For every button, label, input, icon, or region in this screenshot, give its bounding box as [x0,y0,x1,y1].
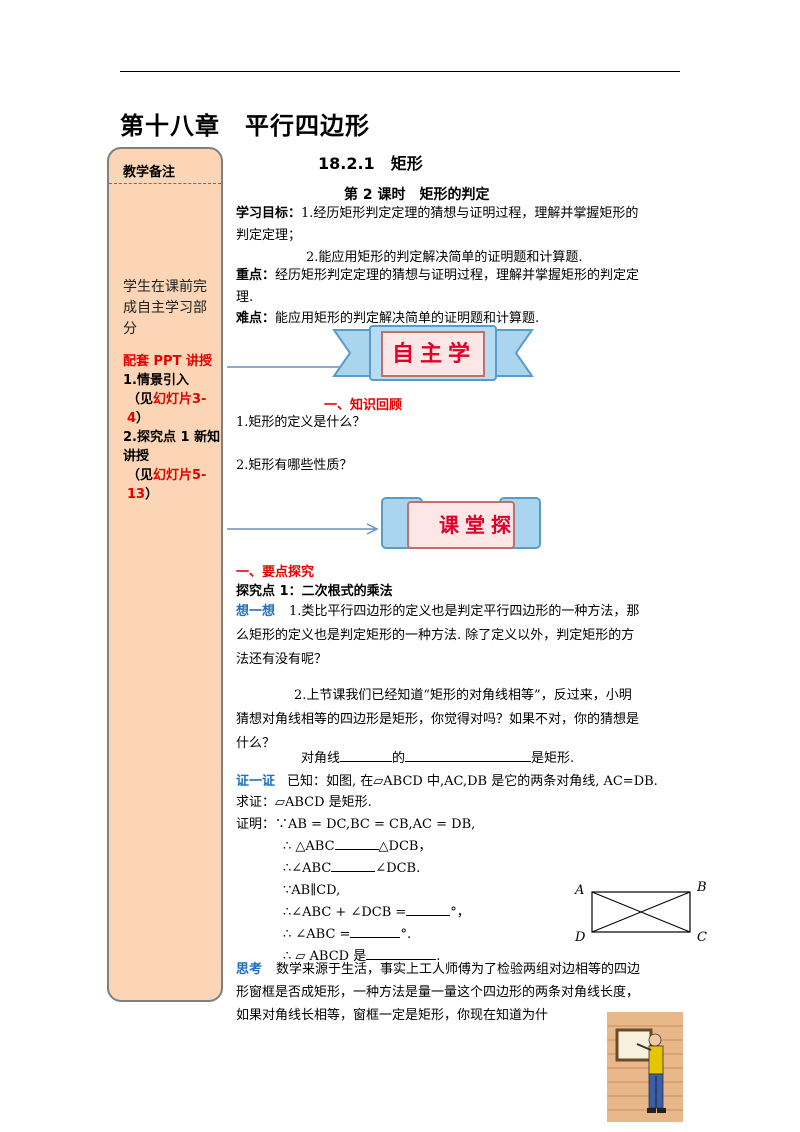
banner-self-study [332,325,534,381]
reflection-line3: 如果对角线长相等，窗框一定是矩形，你现在知道为什 [236,1008,549,1023]
proof-line-6: ∴ ∠ABC = °. [283,924,411,946]
objectives-line1b: 判定定理； [236,228,302,243]
difficulty-text: 能应用矩形的判定解决简单的证明题和计算题. [275,311,540,326]
think-line1: 1.类比平行四边形的定义也是判定平行四边形的一种方法，那 [289,604,640,619]
teaching-notes-sidebar: 教学备注 学生在课前完成自主学习部分 配套 PPT 讲授 1.情景引入 （见幻灯… [107,147,223,1002]
guide-prefix: 配套 PPT 讲授 [123,354,212,369]
guide-item-1-ref: 幻灯片3-4 [127,392,207,426]
guide-item-2-label: 2.探究点 1 新知讲授 [123,430,221,464]
review-question-2: 2.矩形有哪些性质？ [236,458,353,473]
rectangle-figure [591,891,691,933]
proof-line-7b: . [436,949,441,964]
question-2-line1: 2.上节课我们已经知道“矩形的对角线相等”，反过来，小明 [294,688,632,703]
blank-4[interactable] [331,858,376,872]
proof-line-5b: °， [450,905,470,920]
key-point-text: 经历矩形判定定理的猜想与证明过程，理解并掌握矩形的判定定 [275,268,640,283]
review-question-1: 1.矩形的定义是什么？ [236,415,366,430]
blank-2[interactable] [405,748,532,762]
think-label: 想一想 [236,604,276,619]
guide-item-2-open: （见 [127,468,154,483]
blank-6[interactable] [350,924,401,938]
key-point-text2: 理. [236,290,254,305]
chapter-title: 第十八章 平行四边形 [120,112,370,140]
guide-item-1-ref-line: （见幻灯片3-4） [123,390,221,428]
arrow-pointer-2 [227,523,379,535]
reflection-line1: 数学来源于生活，事实上工人师傅为了检验两组对边相等的四边 [276,962,641,977]
question-2-line2: 猜想对角线相等的四边形是矩形，你觉得对吗？如果不对，你的猜想是 [236,712,640,727]
guide-item-1-close: ） [136,411,150,426]
key-point-label: 重点： [236,268,276,283]
sidebar-note: 学生在课前完成自主学习部分 [123,279,207,337]
fill-in-sentence: 对角线 的 是矩形. [301,748,574,770]
guide-item-2: 2.探究点 1 新知讲授 （见幻灯片5-13） [123,428,221,504]
fill-text-a: 对角线 [301,751,341,766]
blank-5[interactable] [406,902,451,916]
sidebar-divider [109,183,221,184]
proof-line-5: ∴∠ABC + ∠DCB = °， [283,902,470,924]
reflection-label: 思考 [236,962,263,977]
guide-item-2-ref-line: （见幻灯片5-13） [123,466,221,504]
objectives-line2: 2.能应用矩形的判定解决简单的证明题和计算题. [306,250,583,265]
top-rule [120,71,680,72]
proof-prove: 求证：▱ABCD 是矩形. [236,795,372,810]
vertex-label-b: B [697,880,707,895]
difficulty: 难点：能应用矩形的判定解决简单的证明题和计算题. [236,308,686,330]
proof-line-5a: ∴∠ABC + ∠DCB = [283,905,407,920]
fill-text-c: 是矩形. [531,751,575,766]
section-title: 18.2.1 矩形 [318,154,423,173]
guide-item-1-open: （见 [127,392,154,407]
sidebar-guide: 配套 PPT 讲授 1.情景引入 （见幻灯片3-4） 2.探究点 1 新知讲授 … [123,352,221,504]
think-line3: 法还有没有呢？ [236,652,328,667]
proof-line-2: ∴ △ABC △DCB， [283,836,431,858]
proof-line-3: ∴∠ABC ∠DCB. [283,858,420,880]
guide-item-2-ref: 幻灯片5-13 [127,468,207,502]
guide-item-1-label: 1.情景引入 [123,373,189,388]
fill-text-b: 的 [392,751,406,766]
blank-7[interactable] [366,946,437,960]
proof-line-1: 证明：∵AB = DC,BC = CB,AC = DB, [236,817,476,832]
knowledge-review-heading: 一、知识回顾 [324,398,403,413]
proof-given: 证一证已知：如图, 在▱ABCD 中,AC,DB 是它的两条对角线, AC=DB… [236,771,688,793]
banner-self-study-text: 自主学习 [391,342,476,367]
blank-1[interactable] [340,748,393,762]
difficulty-label: 难点： [236,311,276,326]
vertex-label-d: D [575,930,586,945]
reflection-block: 思考数学来源于生活，事实上工人师傅为了检验两组对边相等的四边 形窗框是否成矩形，… [236,958,688,1027]
explore-point-1: 探究点 1：二次根式的乘法 [236,584,393,599]
proof-line-7: ∴ ▱ ABCD 是. [283,946,440,968]
objectives-line1: 1.经历矩形判定定理的猜想与证明过程，理解并掌握矩形的 [301,206,639,221]
proof-line-2a: ∴ △ABC [283,839,335,854]
proof-line-3a: ∴∠ABC [283,861,332,876]
banner-class-explore-text: 课堂探究 [439,513,517,548]
proof-line-6a: ∴ ∠ABC = [283,927,351,942]
proof-line-2b: △DCB， [378,839,432,854]
guide-item-2-close: ） [145,487,159,502]
blank-3[interactable] [334,836,379,850]
vertex-label-a: A [575,883,585,898]
proof-line-4: ∵AB∥CD, [283,883,341,898]
reflection-line2: 形窗框是否成矩形，一种方法是量一量这个四边形的两条对角线长度， [236,985,640,1000]
vertex-label-c: C [697,930,707,945]
proof-label: 证一证 [236,774,276,789]
proof-line-7a: ∴ ▱ ABCD 是 [283,949,367,964]
proof-line-6b: °. [400,927,412,942]
objectives: 学习目标：1.经历矩形判定定理的猜想与证明过程，理解并掌握矩形的 判定定理； 2… [236,203,686,269]
lesson-title: 第 2 课时 矩形的判定 [344,187,490,203]
think-block: 想一想 1.类比平行四边形的定义也是判定平行四边形的一种方法，那 么矩形的定义也是… [236,600,688,672]
proof-given-text: 已知：如图, 在▱ABCD 中,AC,DB 是它的两条对角线, AC=DB. [287,774,658,789]
sidebar-header: 教学备注 [123,165,176,180]
objectives-label: 学习目标： [236,206,302,221]
guide-item-1: 1.情景引入 （见幻灯片3-4） [123,371,221,428]
question-2-line3: 什么？ [236,736,276,751]
worker-measuring-window-illustration [607,1012,683,1122]
question-2-block: 2.上节课我们已经知道“矩形的对角线相等”，反过来，小明 猜想对角线相等的四边形… [236,684,688,756]
key-point: 重点：经历矩形判定定理的猜想与证明过程，理解并掌握矩形的判定定 理. [236,265,686,309]
proof-line-3b: ∠DCB. [375,861,421,876]
think-line2: 么矩形的定义也是判定矩形的一种方法. 除了定义以外，判定矩形的方 [236,628,635,643]
banner-class-explore [381,497,541,549]
explore-heading: 一、要点探究 [236,565,315,580]
